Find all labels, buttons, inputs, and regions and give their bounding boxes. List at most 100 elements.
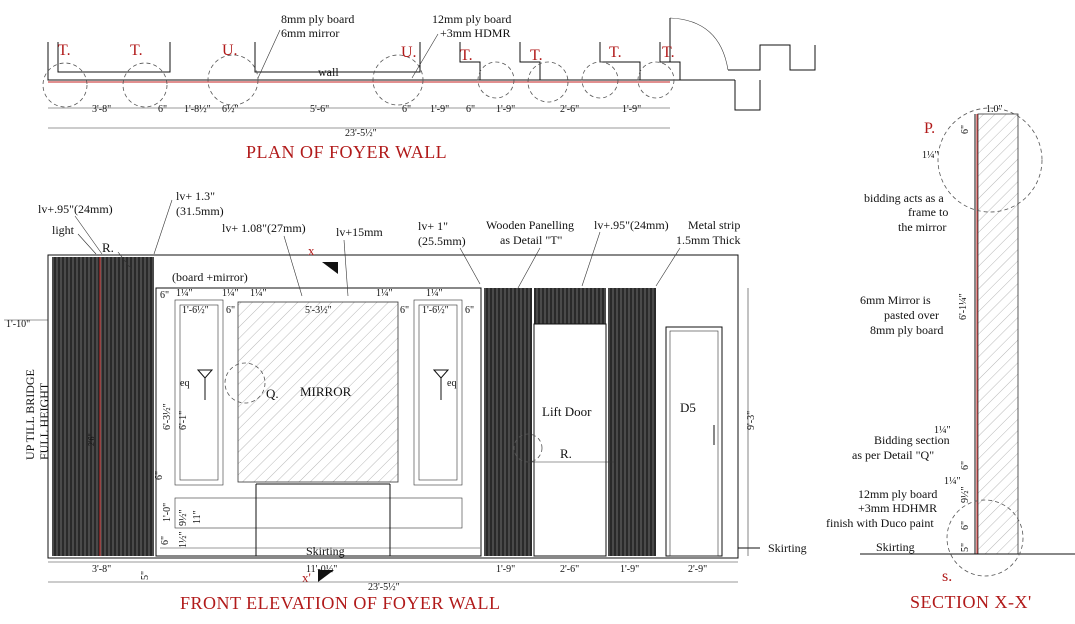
section-note-mirror-1: 6mm Mirror is [860, 293, 931, 307]
section-dim-7: 9½" [960, 486, 971, 503]
plan-note-ply-2: 6mm mirror [281, 26, 339, 40]
dim-bottom-0: 3'-8" [92, 564, 111, 575]
eq-label-2: eq [447, 378, 456, 389]
section-note-ply-2: +3mm HDHMR [858, 501, 937, 515]
plan-view: T. T. U. U. T. T. T. T. wall 8mm ply boa… [42, 12, 816, 162]
section-note-ply-3: finish with Duco paint [826, 516, 934, 530]
note-lv1-2: (25.5mm) [418, 234, 466, 248]
section-dim-2: 1¼" [922, 150, 939, 161]
note-lv095: lv+.95"(24mm) [38, 202, 113, 216]
vertical-label-1: FULL HEIGHT [37, 382, 51, 460]
section-dim-0: 1.0" [986, 104, 1003, 115]
dim-inner-17: 11" [192, 510, 203, 524]
section-note-mirror-2: pasted over [884, 308, 939, 322]
plan-marker-u1: U. [222, 42, 238, 59]
note-lv13-1: lv+ 1.3" [176, 189, 215, 203]
note-lv1-1: lv+ 1" [418, 219, 448, 233]
dim-inner-18: 6" [160, 536, 171, 545]
detail-circle-t1 [42, 62, 88, 108]
dim-bottom-1: 11'-0½" [306, 564, 337, 575]
dim-inner-3: 6" [400, 305, 409, 316]
right-wood-panel-2 [608, 288, 656, 556]
section-dim-6: 1¼" [944, 476, 961, 487]
note-board-mirror: (board +mirror) [172, 270, 248, 284]
section-note-skirting: Skirting [876, 540, 915, 554]
left-wood-panel [52, 257, 154, 556]
plan-marker-t3: T. [460, 47, 473, 64]
elevation-dim-total: 23'-5½" [368, 582, 400, 593]
lift-door [533, 323, 607, 557]
note-metal-2: 1.5mm Thick [676, 233, 740, 247]
section-note-q-2: as per Detail "Q" [852, 448, 934, 462]
note-light: light [52, 223, 75, 237]
dim-inner-19: 1½" [178, 531, 189, 548]
section-note-ply-1: 12mm ply board [858, 487, 937, 501]
section-marker-s: s. [942, 568, 952, 585]
plan-marker-t6: T. [662, 44, 675, 61]
plan-dim-4: 5'-6" [310, 104, 329, 115]
plan-dim-5: 6" [402, 104, 411, 115]
note-wooden-1: Wooden Panelling [486, 218, 574, 232]
note-lv15: lv+15mm [336, 225, 383, 239]
dim-inner-9: 1¼" [250, 288, 267, 299]
section-dim-8: 6" [960, 521, 971, 530]
section-dim-4: 1¼" [934, 425, 951, 436]
section-marker-p: P. [924, 120, 935, 137]
vertical-label-2: UP TILL BRIDGE [23, 369, 37, 460]
plan-marker-t2: T. [130, 42, 143, 59]
dim-inner-7: 1¼" [176, 288, 193, 299]
note-lv095b: lv+.95"(24mm) [594, 218, 669, 232]
front-elevation: 2'6" FULL HEIGHT UP TILL BRIDGE eq eq Q.… [4, 189, 807, 613]
plan-title: PLAN OF FOYER WALL [246, 142, 447, 162]
section-view: P. s. 1.0" 6" 1¼" 6'-1¼" 1¼" 6" 1¼" 9½" … [826, 104, 1075, 612]
right-wood-panel-1 [484, 288, 532, 556]
section-title: SECTION X-X' [910, 592, 1032, 612]
dim-inner-15: 1'-0" [162, 503, 173, 522]
dim-inner-22: 5" [140, 571, 151, 580]
plan-note-hdmr-2: +3mm HDMR [440, 26, 510, 40]
section-note-q-1: Bidding section [874, 433, 950, 447]
plan-marker-t1: T. [58, 42, 71, 59]
plan-note-ply-1: 8mm ply board [281, 12, 354, 26]
section-wall [977, 113, 1019, 555]
plan-dim-7: 6" [466, 104, 475, 115]
dim-inner-4: 1'-6½" [422, 305, 449, 316]
marker-r1: R. [102, 240, 114, 255]
plan-dim-10: 1'-9" [622, 104, 641, 115]
dim-inner-8: 1¼" [222, 288, 239, 299]
dim-inner-5: 6" [465, 305, 474, 316]
section-dim-5: 6" [960, 461, 971, 470]
dim-bottom-3: 2'-6" [560, 564, 579, 575]
dim-bottom-5: 2'-9" [688, 564, 707, 575]
dim-inner-0: 1'-6½" [182, 305, 209, 316]
lift-door-label: Lift Door [542, 404, 592, 419]
svg-text:2'6": 2'6" [87, 433, 96, 446]
marker-q: Q. [266, 386, 279, 401]
elevation-frame [47, 254, 739, 559]
mirror-panel [237, 301, 399, 483]
door-d5-label: D5 [680, 400, 696, 415]
plan-dim-1: 6" [158, 104, 167, 115]
section-dim-1: 6" [960, 125, 971, 134]
dim-bottom-4: 1'-9" [620, 564, 639, 575]
plan-dim-3: 6½" [222, 104, 239, 115]
section-dim-9: 5" [960, 543, 971, 552]
section-note-frame-3: the mirror [898, 220, 946, 234]
dim-inner-6: 6" [160, 290, 169, 301]
dim-inner-10: 1¼" [376, 288, 393, 299]
skirting-right-label: Skirting [768, 541, 807, 555]
plan-dim-2: 1'-8½" [184, 104, 211, 115]
plan-marker-t5: T. [609, 44, 622, 61]
dim-inner-21: 9'-3" [746, 411, 757, 430]
plan-dim-6: 1'-9" [430, 104, 449, 115]
dim-inner-12: 6'-3½" [162, 403, 173, 430]
elevation-title: FRONT ELEVATION OF FOYER WALL [180, 593, 501, 613]
marker-x-prime: x' [302, 570, 311, 585]
note-wooden-2: as Detail "T" [500, 233, 563, 247]
marker-r2: R. [560, 446, 572, 461]
note-metal-1: Metal strip [688, 218, 740, 232]
eq-label-1: eq [180, 378, 189, 389]
dim-inner-11: 1¼" [426, 288, 443, 299]
note-lv108: lv+ 1.08"(27mm) [222, 221, 306, 235]
